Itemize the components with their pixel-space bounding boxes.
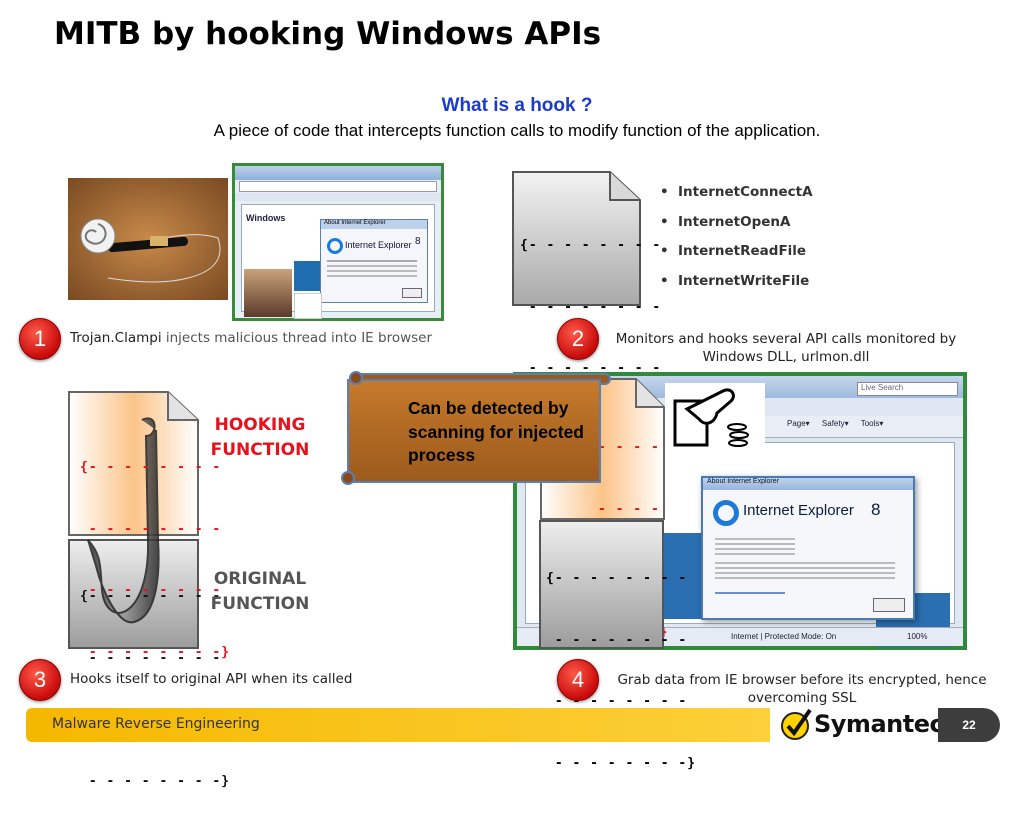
step-caption-4: Grab data from IE browser before its enc… <box>617 672 987 706</box>
slide-page-number: 22 <box>938 708 1000 742</box>
step-caption-1: Trojan.Clampi injects malicious thread i… <box>70 330 433 346</box>
step-badge-4: 4 <box>557 659 599 701</box>
step-badge-2: 2 <box>557 318 599 360</box>
detection-callout-text: Can be detected by scanning for injected… <box>408 398 584 465</box>
about-dialog-title: About Internet Explorer <box>703 478 913 490</box>
hooked-function-diagram <box>68 391 199 649</box>
ie-screenshot-top: Windows About Internet Explorer Internet… <box>232 163 444 321</box>
status-bar-text: Internet | Protected Mode: On <box>731 632 837 641</box>
symantec-check-icon <box>780 706 812 742</box>
api-call-item: InternetWriteFile <box>660 273 813 303</box>
popup-ok-button[interactable] <box>402 288 422 298</box>
detection-callout-scroll <box>341 371 611 485</box>
ie-brand-small: Internet Explorer <box>345 240 412 250</box>
hooking-function-label: HOOKING FUNCTION <box>210 415 310 460</box>
step-caption-2: Monitors and hooks several API calls mon… <box>615 331 957 365</box>
popup-title-small: About Internet Explorer <box>321 220 427 229</box>
ie8-logo-icon <box>713 500 739 526</box>
zoom-level: 100% <box>907 632 928 641</box>
stealing-hand-icon <box>665 383 765 461</box>
ie-logo-icon <box>327 238 343 254</box>
api-call-item: InternetConnectA <box>660 184 813 214</box>
windows-label: Windows <box>246 213 286 223</box>
code-document-top <box>512 171 641 306</box>
hooking-code-lines: {- - - - - - - - - - - - - - - - - - - -… <box>80 460 231 660</box>
about-ie-dialog: About Internet Explorer Internet Explore… <box>701 476 915 620</box>
api-call-item: InternetReadFile <box>660 243 813 273</box>
hook-question: What is a hook ? <box>441 95 593 116</box>
original-code-lines-right: {- - - - - - - - - - - - - - - - - - - -… <box>546 571 697 771</box>
original-function-label: ORIGINAL FUNCTION <box>210 569 310 614</box>
step-badge-3: 3 <box>19 659 61 701</box>
api-call-item: InternetOpenA <box>660 214 813 244</box>
step-caption-3: Hooks itself to original API when its ca… <box>70 671 353 687</box>
hook-definition: A piece of code that intercepts function… <box>213 121 821 140</box>
fishing-lure-image <box>68 178 228 300</box>
about-ok-button[interactable] <box>873 598 905 612</box>
ie8-brand: Internet Explorer <box>743 502 854 519</box>
slide-title: MITB by hooking Windows APIs <box>54 16 602 52</box>
step-badge-1: 1 <box>19 318 61 360</box>
footer-course-title: Malware Reverse Engineering <box>52 716 260 732</box>
symantec-logo: Symantec <box>814 710 944 738</box>
code-document-original <box>539 520 664 649</box>
footer-bar <box>26 708 770 742</box>
api-call-list: InternetConnectA InternetOpenA InternetR… <box>660 184 813 302</box>
